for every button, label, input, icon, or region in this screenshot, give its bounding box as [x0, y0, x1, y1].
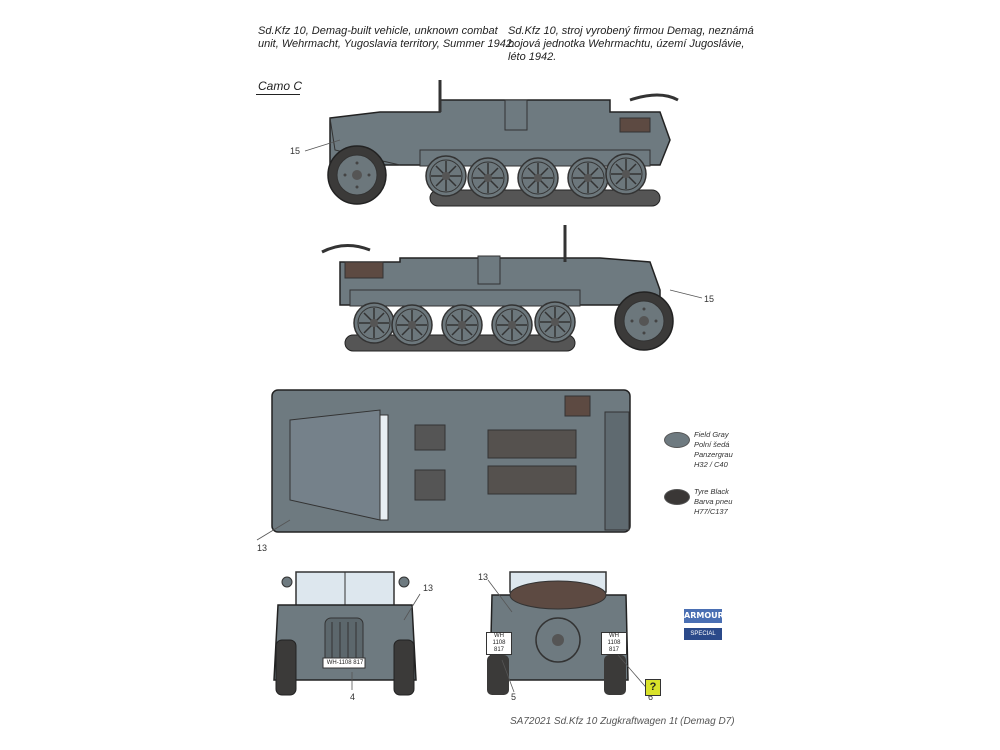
callout-side2: 15: [704, 294, 715, 304]
legend-text: Field Gray Polní šedá Panzergrau H32 / C…: [694, 430, 733, 470]
legend-line: Field Gray: [694, 430, 729, 439]
plate-line: WH: [494, 633, 504, 639]
legend-line: H77/C137: [694, 507, 728, 516]
question-mark-icon: ?: [645, 679, 661, 696]
callout-front-bottom: 4: [350, 692, 356, 702]
rear-plate-right: WH 1108 817: [601, 632, 627, 655]
rear-plate-left: WH 1108 817: [486, 632, 512, 655]
caption-czech-line: léto 1942.: [508, 51, 557, 63]
front-view: [273, 571, 421, 696]
caption-czech: Sd.Kfz 10, stroj vyrobený firmou Demag, …: [508, 25, 754, 64]
callout-front: 13: [423, 583, 434, 593]
armour-logo: ARMOUR: [684, 609, 724, 623]
plate-line: 1108 817: [492, 640, 506, 653]
legend-line: Polní šedá: [694, 440, 730, 449]
callout-rear-top: 13: [478, 572, 489, 582]
side-view-left: [304, 80, 679, 207]
side-view-right: [321, 225, 703, 352]
callout-rear-left: 5: [511, 692, 517, 702]
camo-label: Camo C: [258, 79, 303, 93]
special-hobby-logo: SPECIAL HOBBY: [684, 628, 722, 649]
rear-view: [487, 571, 651, 695]
caption-english: Sd.Kfz 10, Demag-built vehicle, unknown …: [258, 25, 515, 51]
caption-czech-line: bojová jednotka Wehrmachtu, území Jugosl…: [508, 38, 745, 50]
plate-line: 1108 817: [607, 640, 621, 653]
callout-rear-right: 6: [648, 692, 654, 702]
legend-line: Tyre Black: [694, 487, 729, 496]
footer-title: SA72021 Sd.Kfz 10 Zugkraftwagen 1t (Dema…: [510, 716, 735, 727]
legend-line: Barva pneu: [694, 497, 733, 506]
callout-top: 13: [257, 543, 268, 553]
legend-text: Tyre Black Barva pneu H77/C137: [694, 487, 732, 517]
legend-line: H32 / C40: [694, 460, 728, 469]
legend-line: Panzergrau: [694, 450, 733, 459]
front-plate: WH-1108 817: [326, 660, 364, 666]
callout-side1: 15: [290, 146, 301, 156]
caption-english-line: unit, Wehrmacht, Yugoslavia territory, S…: [258, 38, 515, 50]
top-view: [256, 389, 631, 541]
plate-line: WH: [609, 633, 619, 639]
swatch-field-gray: [664, 432, 690, 448]
caption-english-line: Sd.Kfz 10, Demag-built vehicle, unknown …: [258, 25, 498, 37]
swatch-tyre-black: [664, 489, 690, 505]
camo-underline: [256, 94, 300, 95]
caption-czech-line: Sd.Kfz 10, stroj vyrobený firmou Demag, …: [508, 25, 754, 37]
